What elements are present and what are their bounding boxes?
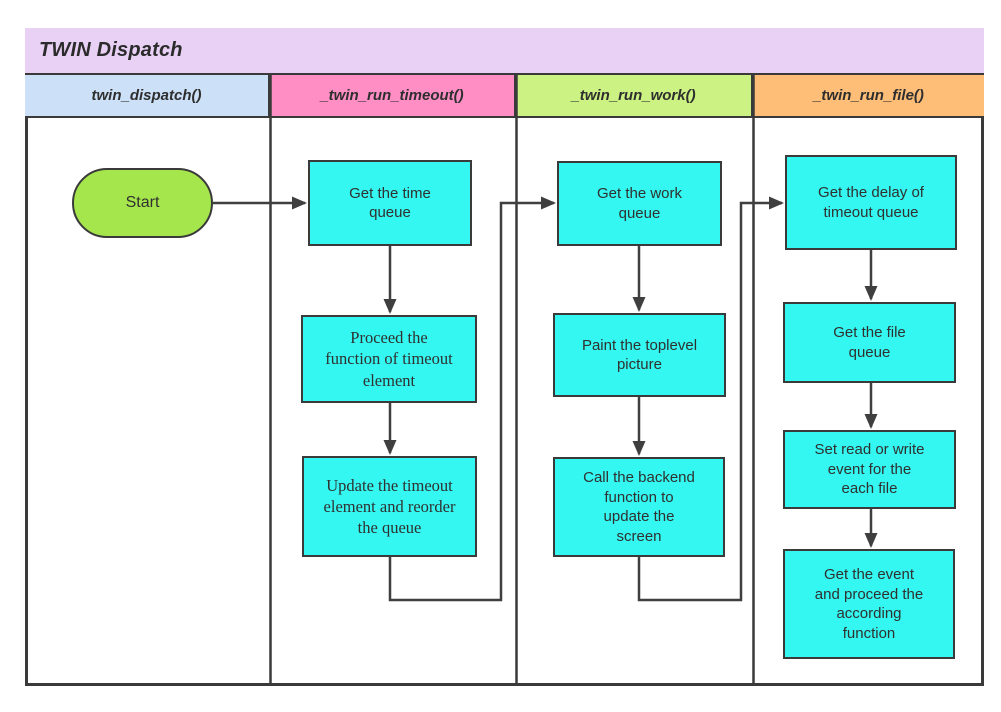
lane-header-twin-run-file[interactable]: _twin_run_file() xyxy=(753,75,984,116)
flowchart-layer: TWIN Dispatch twin_dispatch() _twin_run_… xyxy=(25,28,984,686)
node-call-backend[interactable]: Call the backend function to update the … xyxy=(553,457,725,557)
node-set-read-write[interactable]: Set read or write event for the each fil… xyxy=(783,430,956,509)
lane-header-row: twin_dispatch() _twin_run_timeout() _twi… xyxy=(25,75,984,118)
node-get-event[interactable]: Get the event and proceed the according … xyxy=(783,549,955,659)
lane-header-twin-run-work[interactable]: _twin_run_work() xyxy=(516,75,753,116)
node-get-time-queue[interactable]: Get the time queue xyxy=(308,160,472,246)
node-proceed-function[interactable]: Proceed the function of timeout element xyxy=(301,315,477,403)
node-update-timeout[interactable]: Update the timeout element and reorder t… xyxy=(302,456,477,557)
node-get-work-queue[interactable]: Get the work queue xyxy=(557,161,722,246)
lane-header-label: _twin_run_file() xyxy=(813,87,924,104)
lane-header-label: twin_dispatch() xyxy=(91,87,202,104)
node-get-delay[interactable]: Get the delay of timeout queue xyxy=(785,155,957,250)
lane-header-label: _twin_run_timeout() xyxy=(320,87,464,104)
diagram-title-bar: TWIN Dispatch xyxy=(25,28,984,75)
flowchart-frame: TWIN Dispatch twin_dispatch() _twin_run_… xyxy=(25,28,984,686)
diagram-title: TWIN Dispatch xyxy=(39,39,183,61)
node-paint-toplevel[interactable]: Paint the toplevel picture xyxy=(553,313,726,397)
node-start[interactable]: Start xyxy=(72,168,213,238)
lane-header-twin-dispatch[interactable]: twin_dispatch() xyxy=(25,75,270,116)
lane-header-label: _twin_run_work() xyxy=(571,87,696,104)
node-get-file-queue[interactable]: Get the file queue xyxy=(783,302,956,383)
lane-header-twin-run-timeout[interactable]: _twin_run_timeout() xyxy=(270,75,516,116)
